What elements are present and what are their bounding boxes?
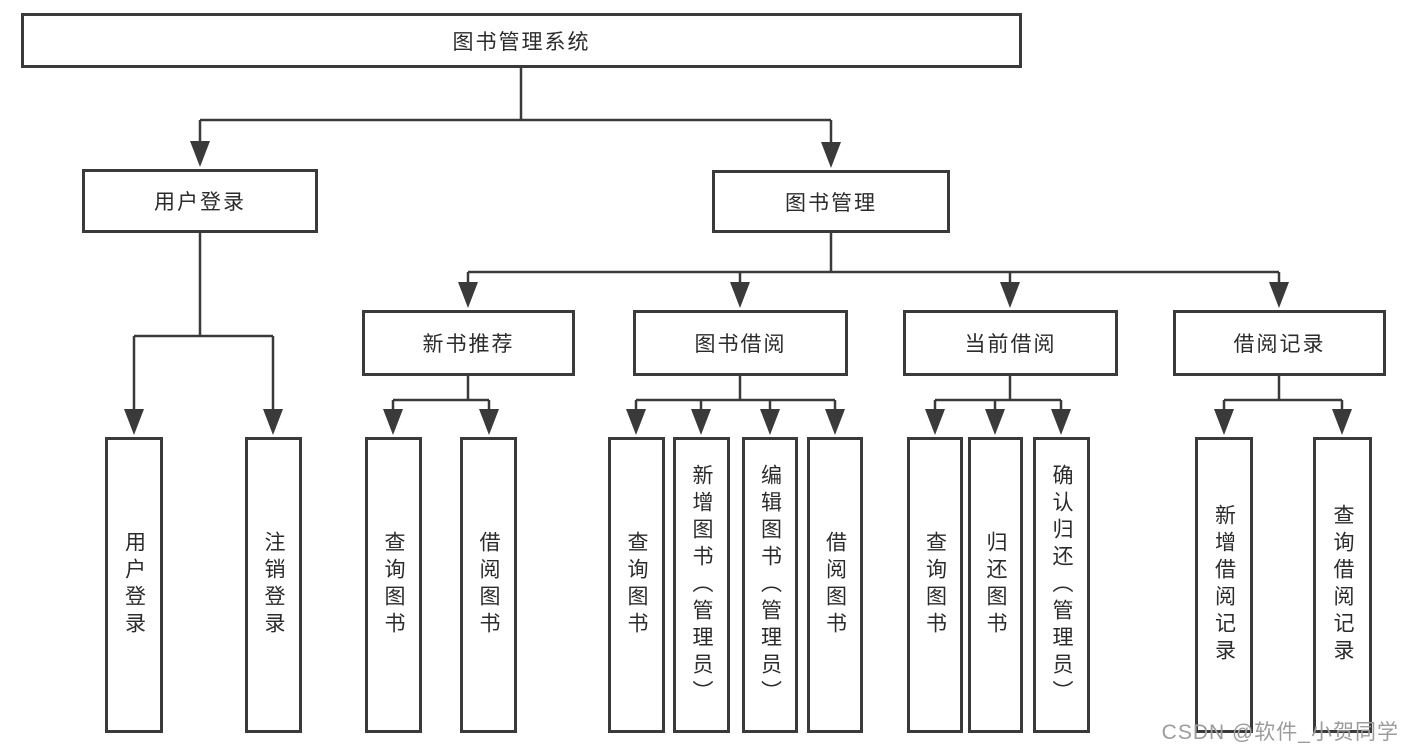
node-label: 新增借阅记录 xyxy=(1212,504,1236,666)
node-book-borrow: 图书借阅 xyxy=(633,310,848,376)
csdn-watermark: CSDN @软件_小贺同学 xyxy=(1161,721,1399,744)
node-user-login: 用户登录 xyxy=(82,169,318,233)
node-edit-books-admin: 编辑图书（管理员） xyxy=(742,437,798,733)
node-confirm-return-admin: 确认归还（管理员） xyxy=(1033,437,1090,733)
node-label: 图书管理系统 xyxy=(452,30,591,54)
node-label: 图书管理 xyxy=(785,191,877,215)
node-label: 借阅图书 xyxy=(477,531,500,639)
node-label: 用户登录 xyxy=(122,531,146,639)
node-book-management: 图书管理 xyxy=(712,170,950,233)
node-label: 查询借阅记录 xyxy=(1331,504,1354,666)
node-query-books-borrow: 查询图书 xyxy=(608,437,665,733)
node-label: 借阅图书 xyxy=(823,531,847,639)
node-library-management-system: 图书管理系统 xyxy=(21,13,1022,68)
node-query-books-recommend: 查询图书 xyxy=(365,437,422,733)
node-query-books-current: 查询图书 xyxy=(907,437,963,733)
node-current-borrow: 当前借阅 xyxy=(903,310,1118,376)
node-logout-leaf: 注销登录 xyxy=(245,437,302,733)
node-user-login-leaf: 用户登录 xyxy=(105,437,163,733)
node-label: 确认归还（管理员） xyxy=(1050,463,1073,707)
node-label: 新书推荐 xyxy=(422,333,515,356)
node-label: 查询图书 xyxy=(923,531,947,639)
node-query-borrow-record: 查询借阅记录 xyxy=(1313,437,1372,733)
node-label: 查询图书 xyxy=(625,531,648,639)
node-borrow-records: 借阅记录 xyxy=(1173,310,1386,376)
node-label: 当前借阅 xyxy=(964,333,1057,356)
node-label: 图书借阅 xyxy=(694,333,787,356)
node-add-books-admin: 新增图书（管理员） xyxy=(673,437,730,733)
node-label: 注销登录 xyxy=(262,531,285,639)
node-label: 查询图书 xyxy=(382,531,405,639)
node-label: 用户登录 xyxy=(154,191,246,214)
node-borrow-books-recommend: 借阅图书 xyxy=(460,437,517,733)
node-add-borrow-record: 新增借阅记录 xyxy=(1195,437,1253,733)
node-label: 编辑图书（管理员） xyxy=(758,463,782,707)
connector-paths xyxy=(132,68,1344,411)
node-label: 归还图书 xyxy=(984,531,1007,639)
node-borrow-books-leaf: 借阅图书 xyxy=(807,437,863,733)
node-label: 借阅记录 xyxy=(1233,333,1326,356)
arrowheads xyxy=(124,141,1352,435)
node-label: 新增图书（管理员） xyxy=(690,463,713,707)
node-new-book-recommend: 新书推荐 xyxy=(362,310,575,376)
node-return-books: 归还图书 xyxy=(968,437,1023,733)
